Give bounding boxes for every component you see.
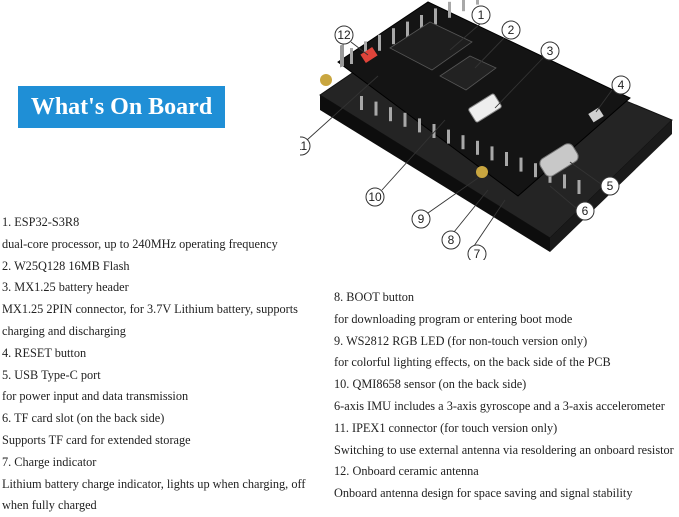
header-pin — [505, 152, 508, 166]
callout-4: 4 — [595, 75, 631, 113]
callout-7: 7 — [467, 199, 506, 264]
feature-heading: 2. W25Q128 16MB Flash — [2, 258, 130, 273]
ceramic-antenna — [360, 46, 378, 64]
svg-text:9: 9 — [418, 212, 425, 226]
standoff-right — [476, 166, 488, 178]
header-pin — [534, 163, 537, 178]
header-pin — [406, 21, 409, 38]
callout-5: 5 — [569, 161, 620, 196]
header-pin — [392, 28, 395, 45]
standoff-left — [320, 74, 332, 86]
header-pin — [374, 101, 378, 116]
header-pin — [563, 174, 566, 189]
header-pin — [476, 140, 479, 155]
feature-detail: for power input and data transmission — [2, 389, 189, 404]
header-pin — [448, 1, 451, 18]
header-pin — [490, 146, 494, 161]
header-pin — [447, 129, 450, 144]
svg-text:2: 2 — [508, 23, 515, 37]
header-pin — [420, 15, 423, 31]
header-pin — [434, 8, 437, 25]
board-illustration: 1 2 3 4 5 6 7 8 — [291, 0, 679, 264]
feature-detail: charging and discharging — [2, 323, 126, 338]
flash-chip — [439, 55, 497, 91]
feature-heading: 3. MX1.25 battery header — [2, 280, 129, 295]
feature-detail: for colorful lighting effects, on the ba… — [334, 355, 611, 370]
feature-list-left: 1. ESP32-S3R8 dual-core processor, up to … — [2, 212, 305, 517]
svg-text:3: 3 — [547, 44, 554, 58]
callout-12: 12 — [334, 25, 369, 56]
feature-detail: 6-axis IMU includes a 3-axis gyroscope a… — [334, 398, 665, 413]
board-frame-side — [320, 95, 550, 252]
svg-text:12: 12 — [337, 28, 351, 42]
feature-heading: 6. TF card slot (on the back side) — [2, 411, 165, 426]
header-pin — [418, 118, 421, 133]
feature-detail: Switching to use external antenna via re… — [334, 442, 674, 457]
svg-text:10: 10 — [368, 190, 382, 204]
header-pin — [461, 135, 465, 150]
callout-3: 3 — [494, 41, 560, 109]
pin-header-left — [340, 43, 344, 68]
callout-2: 2 — [474, 20, 521, 69]
feature-heading: 9. WS2812 RGB LED (for non-touch version… — [334, 333, 588, 348]
svg-text:1: 1 — [478, 8, 485, 22]
feature-detail: dual-core processor, up to 240MHz operat… — [2, 236, 278, 251]
feature-heading: 10. QMI8658 sensor (on the back side) — [334, 377, 527, 392]
header-pin — [389, 107, 392, 122]
header-pin — [476, 0, 479, 5]
feature-heading: 8. BOOT button — [334, 290, 415, 304]
callout-1: 1 — [449, 5, 491, 51]
feature-heading: 7. Charge indicator — [2, 454, 97, 469]
whats-on-board-banner: What's On Board — [18, 86, 225, 128]
header-pin — [577, 180, 581, 194]
feature-heading: 11. IPEX1 connector (for touch version o… — [334, 420, 558, 435]
svg-text:4: 4 — [618, 78, 625, 92]
feature-heading: 5. USB Type-C port — [2, 367, 101, 382]
feature-detail: Onboard antenna design for space saving … — [334, 486, 633, 501]
header-pin — [432, 124, 436, 138]
feature-heading: 4. RESET button — [2, 345, 87, 360]
header-pin — [519, 157, 523, 172]
header-pin — [378, 34, 381, 51]
svg-text:6: 6 — [582, 204, 589, 218]
feature-detail: Lithium battery charge indicator, lights… — [2, 476, 306, 491]
callout-9: 9 — [411, 177, 479, 229]
reset-button — [588, 107, 604, 123]
header-pin — [462, 0, 465, 12]
callout-10: 10 — [365, 119, 446, 207]
callout-6: 6 — [549, 185, 595, 221]
usb-c-port — [539, 143, 579, 177]
svg-text:7: 7 — [474, 247, 481, 260]
header-pin — [360, 96, 363, 110]
feature-detail: Supports TF card for extended storage — [2, 432, 191, 447]
feature-detail: when fully charged — [2, 498, 97, 513]
feature-heading: 12. Onboard ceramic antenna — [334, 464, 479, 479]
feature-list-right: 8. BOOT button for downloading program or… — [334, 287, 674, 505]
battery-header — [468, 93, 502, 123]
feature-detail: MX1.25 2PIN connector, for 3.7V Lithium … — [2, 302, 298, 317]
callout-8: 8 — [441, 189, 489, 250]
header-pin — [403, 112, 407, 127]
header-pin — [364, 41, 367, 58]
svg-text:11: 11 — [300, 139, 308, 153]
pin-headers-top — [350, 0, 479, 64]
header-pin — [350, 48, 353, 64]
feature-heading: 1. ESP32-S3R8 — [2, 215, 80, 229]
feature-detail: for downloading program or entering boot… — [334, 311, 573, 326]
svg-text:8: 8 — [448, 233, 455, 247]
svg-text:5: 5 — [607, 179, 614, 193]
esp32-chip — [389, 21, 473, 71]
esp32-board-image: 1 2 3 4 5 6 7 8 — [291, 0, 673, 264]
